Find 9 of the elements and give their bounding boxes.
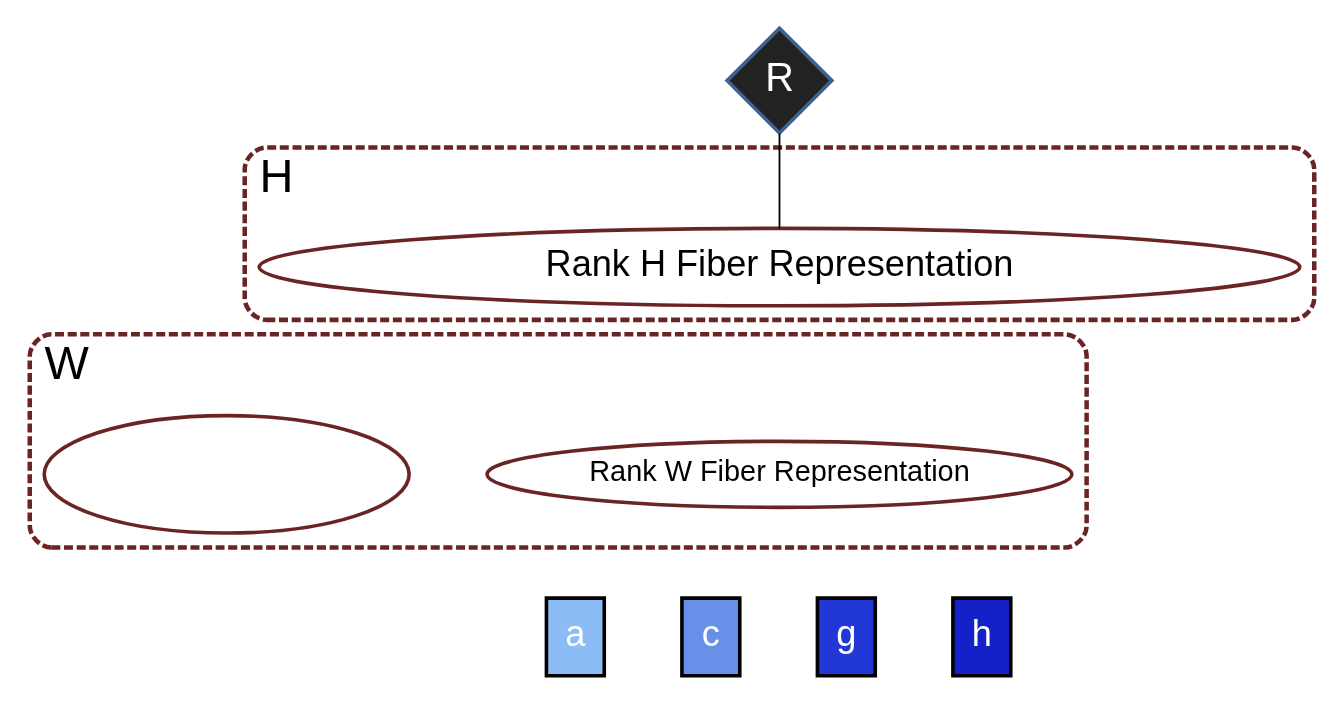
- node-box: a: [544, 596, 607, 678]
- node-ellipse: Rank W Fiber Representation: [485, 439, 1074, 510]
- node-box: h: [951, 596, 1013, 678]
- connector: [778, 132, 781, 230]
- node-box: g: [815, 596, 878, 678]
- node-box: c: [680, 596, 742, 678]
- node-diamond: R: [724, 25, 835, 136]
- node-ellipse: [42, 413, 411, 535]
- node-ellipse: Rank H Fiber Representation: [257, 226, 1302, 308]
